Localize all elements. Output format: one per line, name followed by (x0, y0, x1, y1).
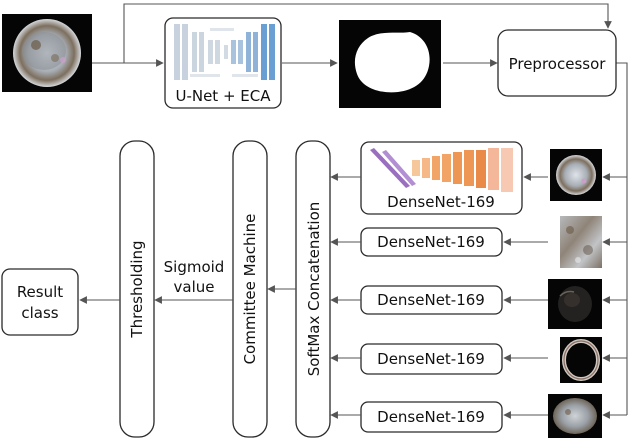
crop-connectors (503, 173, 627, 419)
committee-box (232, 140, 268, 438)
densenet-label-1: DenseNet-169 (387, 193, 495, 211)
densenet-box-4 (360, 343, 503, 375)
thresholding-block: Thresholding (119, 140, 155, 438)
full-image-crop (550, 149, 602, 201)
sigmoid-label-line1: Sigmoid (164, 258, 225, 276)
densenet-architecture-icon (370, 148, 513, 192)
ring-crop (560, 337, 602, 383)
densenet-label-2: DenseNet-169 (377, 233, 485, 251)
densenet-block-2: DenseNet-169 (360, 227, 503, 257)
masked-object-crop (548, 394, 602, 438)
result-class-block: Result class (1, 268, 79, 336)
texture-crop (560, 216, 602, 268)
committee-machine-block: Committee Machine (232, 140, 268, 438)
segmentation-mask-image (339, 20, 441, 108)
arrow-input-to-preprocessor (123, 3, 612, 63)
densenet-box-5 (360, 401, 503, 433)
top-connectors (92, 3, 628, 415)
result-label-line1: Result (17, 283, 63, 301)
densenet-block-1: DenseNet-169 (360, 141, 523, 215)
softmax-label: SoftMax Concatenation (305, 202, 323, 377)
densenet-block-4: DenseNet-169 (360, 343, 503, 375)
unet-eca-label: U-Net + ECA (175, 87, 271, 105)
densenet-to-softmax-connectors (330, 173, 361, 419)
preprocessor-box (497, 29, 617, 97)
densenet-label-4: DenseNet-169 (377, 350, 485, 368)
dark-masked-crop (548, 279, 602, 329)
result-label-line2: class (21, 304, 58, 322)
densenet-block-3: DenseNet-169 (360, 285, 503, 315)
committee-label: Committee Machine (241, 214, 259, 365)
densenet-block-5: DenseNet-169 (360, 401, 503, 433)
sigmoid-label-line2: value (174, 278, 215, 296)
preprocessor-block: Preprocessor (497, 29, 617, 97)
preprocessor-label: Preprocessor (509, 55, 607, 73)
input-image (2, 14, 92, 92)
unet-eca-block: U-Net + ECA (164, 17, 282, 109)
result-box (1, 268, 79, 336)
thresholding-box (119, 140, 155, 438)
unet-architecture-icon (174, 24, 275, 80)
softmax-concatenation-block: SoftMax Concatenation (295, 140, 331, 438)
thresholding-label: Thresholding (128, 240, 146, 338)
preprocessor-bus-line (616, 62, 628, 415)
densenet-label-3: DenseNet-169 (377, 291, 485, 309)
densenet-label-5: DenseNet-169 (377, 408, 485, 426)
